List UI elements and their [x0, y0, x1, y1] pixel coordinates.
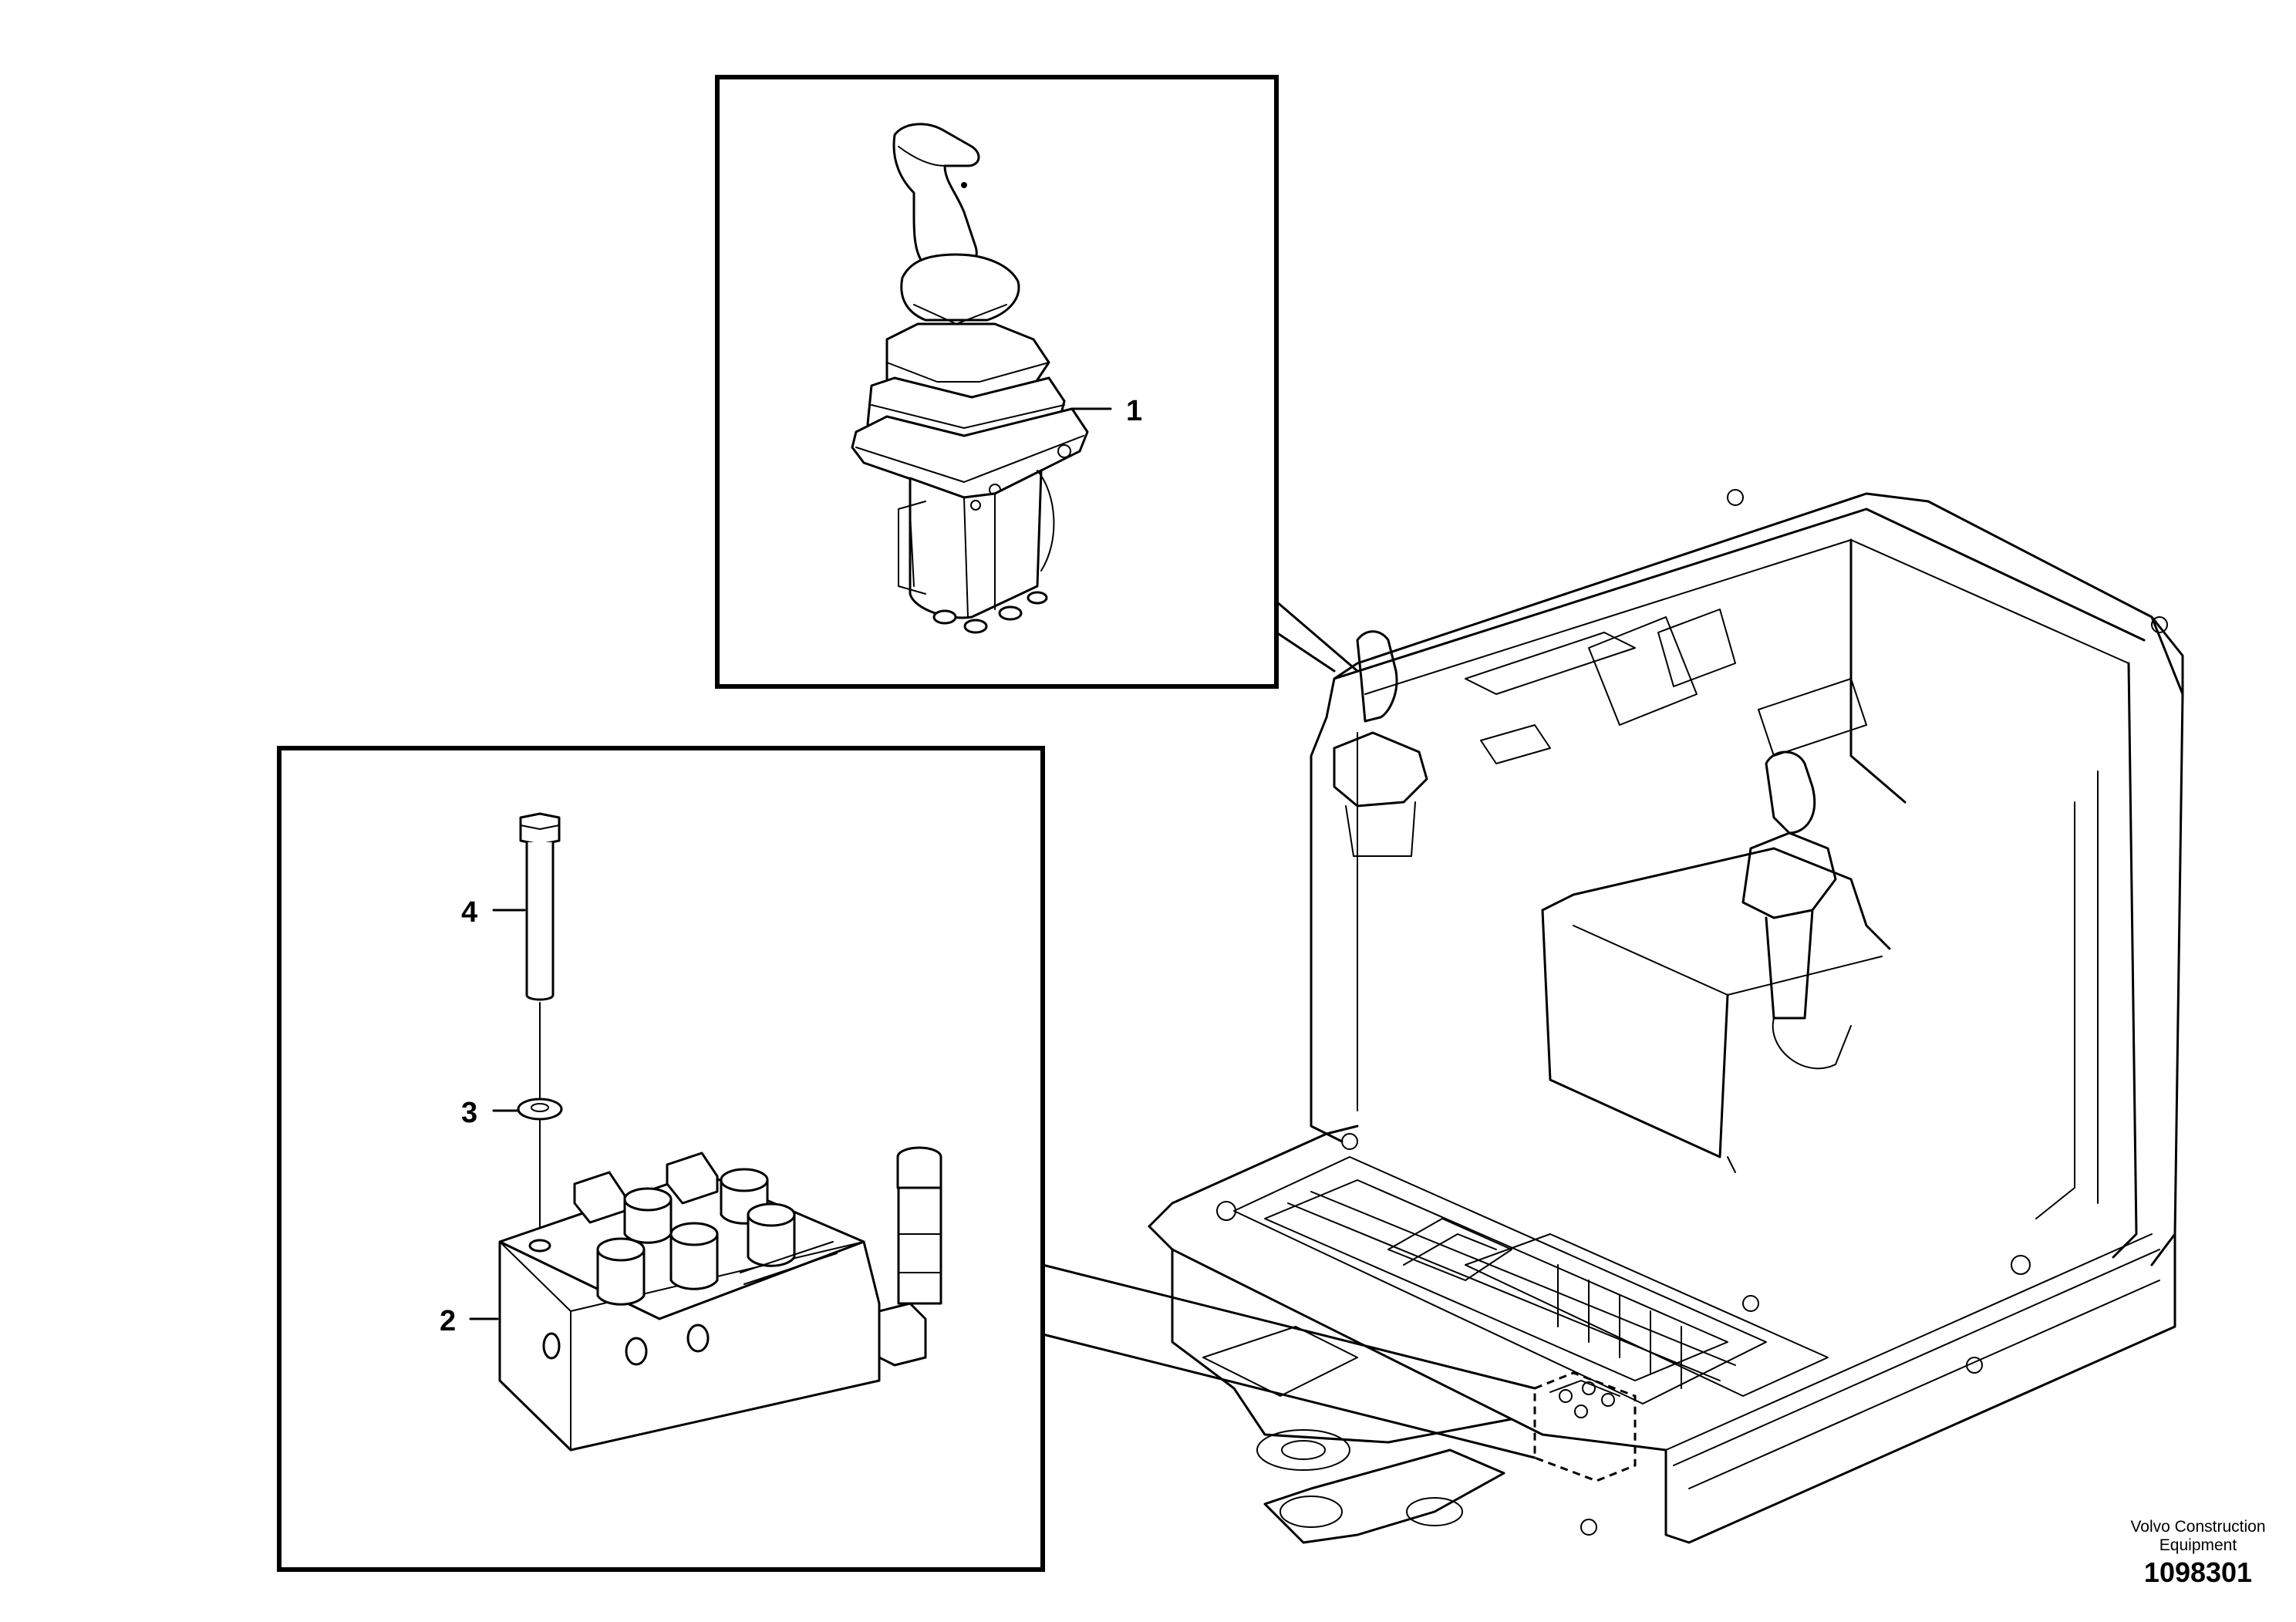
part-number: 1098301: [2143, 1556, 2253, 1588]
leader-line-valve-upper: [1041, 1263, 1536, 1390]
leader-line-joystick-lower: [1275, 631, 1336, 673]
cab-frame-illustration: [1148, 489, 2184, 1544]
callout-1: 1: [1126, 395, 1142, 427]
washer-illustration: [517, 1098, 563, 1121]
leader-line-valve-lower: [1041, 1333, 1536, 1459]
brand-label: Volvo Construction Equipment: [2067, 1518, 2296, 1555]
callout-2: 2: [440, 1305, 456, 1337]
valve-block-illustration: [498, 1146, 942, 1452]
brand-line-2: Equipment: [2159, 1536, 2237, 1554]
callout-4: 4: [461, 896, 477, 929]
detail-box-valve-block: [277, 746, 1045, 1572]
bolt-illustration: [519, 812, 561, 1001]
detail-box-joystick: [715, 75, 1279, 689]
callout-3: 3: [461, 1097, 477, 1129]
joystick-illustration: [851, 123, 1089, 634]
brand-line-1: Volvo Construction: [2130, 1518, 2266, 1536]
leader-line-joystick: [1275, 600, 1359, 673]
